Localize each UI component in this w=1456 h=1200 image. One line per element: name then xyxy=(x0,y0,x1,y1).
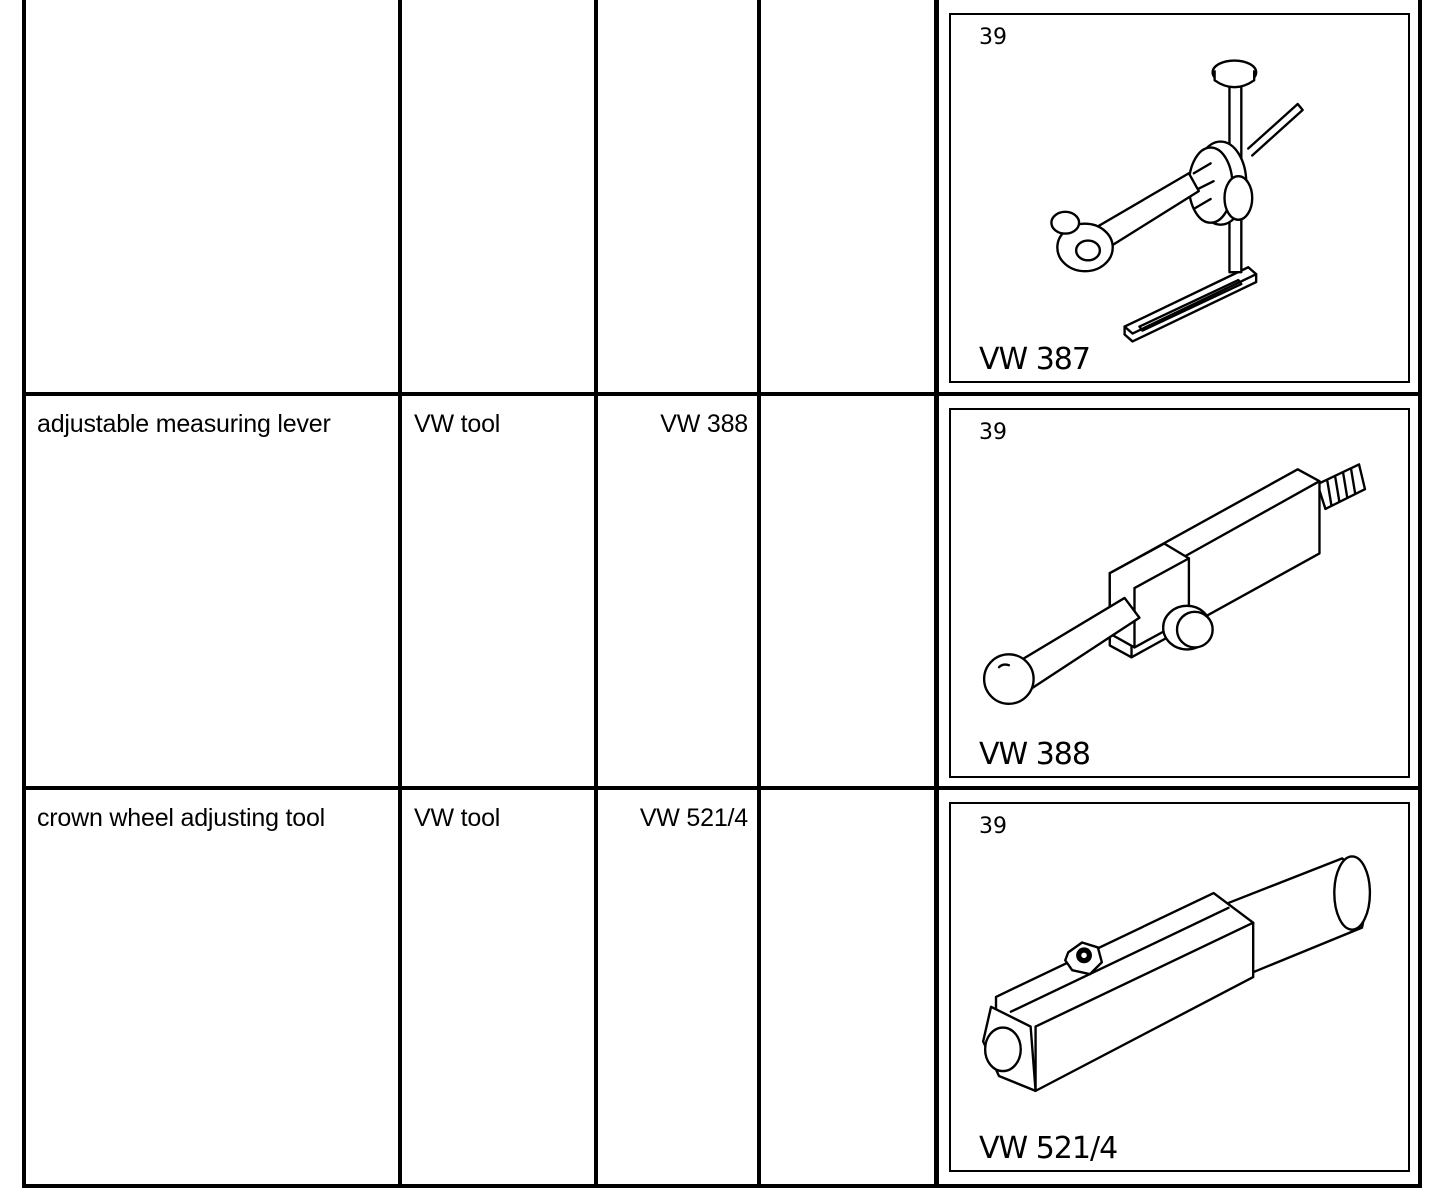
figure-number: 39 xyxy=(979,25,1007,50)
column-divider xyxy=(398,0,402,392)
table-row: 39 VW 387 xyxy=(26,0,1418,396)
tool-figure: 39 VW 387 xyxy=(949,13,1410,383)
column-divider xyxy=(757,790,761,1184)
figure-label: VW 388 xyxy=(979,737,1091,772)
tool-number: VW 521/4 xyxy=(639,804,748,832)
tools-table: 39 VW 387 adjustable measuring lever VW … xyxy=(22,0,1422,1188)
tool-type: VW tool xyxy=(414,410,501,438)
tool-number: VW 388 xyxy=(660,410,748,438)
tool-description: crown wheel adjusting tool xyxy=(37,804,326,832)
tool-figure: 39 VW 388 xyxy=(949,408,1410,778)
column-divider xyxy=(934,0,939,392)
table-row: crown wheel adjusting tool VW tool VW 52… xyxy=(26,790,1418,1184)
tool-figure: 39 VW 521/4 xyxy=(949,802,1410,1172)
figure-number: 39 xyxy=(979,814,1007,839)
figure-number: 39 xyxy=(979,420,1007,445)
column-divider xyxy=(757,0,761,392)
column-divider xyxy=(594,0,598,392)
tool-type: VW tool xyxy=(414,804,501,832)
column-divider xyxy=(594,790,598,1184)
column-divider xyxy=(594,396,598,786)
measuring-lever-illustration xyxy=(982,463,1367,705)
column-divider xyxy=(398,790,402,1184)
dial-gauge-holder-illustration xyxy=(1050,59,1304,343)
figure-label: VW 521/4 xyxy=(979,1131,1118,1166)
crown-wheel-tool-illustration xyxy=(981,855,1372,1093)
column-divider xyxy=(398,396,402,786)
tool-description: adjustable measuring lever xyxy=(37,410,331,438)
column-divider xyxy=(934,790,939,1184)
table-row: adjustable measuring lever VW tool VW 38… xyxy=(26,396,1418,790)
column-divider xyxy=(757,396,761,786)
figure-label: VW 387 xyxy=(979,342,1091,377)
column-divider xyxy=(934,396,939,786)
